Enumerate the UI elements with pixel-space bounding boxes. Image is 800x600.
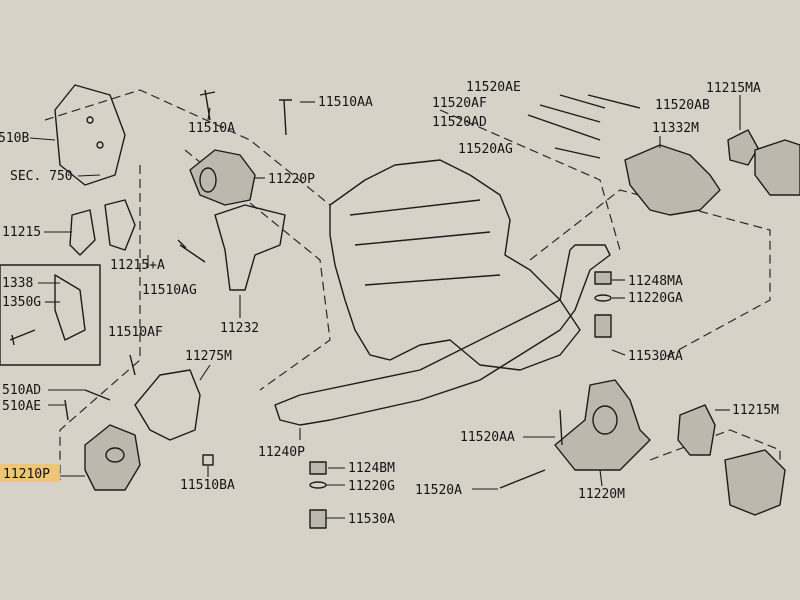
label-11520AB: 11520AB xyxy=(655,98,710,113)
dashed-group-top-right xyxy=(439,109,621,251)
bolt-11520AF xyxy=(539,104,601,123)
label-11520AD: 11520AD xyxy=(432,115,487,130)
leader xyxy=(599,469,603,487)
bolt-11510AA xyxy=(279,99,292,136)
label-11520AA: 11520AA xyxy=(460,430,515,445)
label-11220M: 11220M xyxy=(578,487,625,502)
stopper-11215MA xyxy=(727,129,759,166)
label-11520AG: 11520AG xyxy=(458,142,513,157)
label-510B: 510B xyxy=(0,131,29,146)
label-11220P: 11220P xyxy=(268,172,315,187)
bracket-plate-left xyxy=(54,84,126,186)
leader xyxy=(611,349,626,356)
bolt-11510A xyxy=(199,89,216,121)
label-11275M: 11275M xyxy=(185,349,232,364)
bolt-11530AA xyxy=(594,314,612,338)
highlight-11210P xyxy=(0,464,60,482)
leader xyxy=(199,364,211,381)
label-11215MA: 11215MA xyxy=(706,81,761,96)
label-11510AF: 11510AF xyxy=(108,325,163,340)
label-510AD: 510AD xyxy=(2,383,41,398)
mount-right xyxy=(754,139,800,196)
bolt-11510AD xyxy=(84,389,111,401)
insulator-right xyxy=(724,449,786,516)
label-11232: 11232 xyxy=(220,321,259,336)
link-11215A xyxy=(104,199,136,251)
label-11215A: 11215+A xyxy=(110,258,165,273)
label-11520AF: 11520AF xyxy=(432,96,487,111)
bolt-11520AA xyxy=(559,409,563,446)
label-11510AA: 11510AA xyxy=(318,95,373,110)
link-11215 xyxy=(69,209,96,256)
bolt-hole xyxy=(86,116,94,124)
label-sec-750: SEC. 750 xyxy=(10,169,73,184)
label-11510A: 11510A xyxy=(188,121,235,136)
dashed-group-right xyxy=(529,189,771,361)
label-11215M: 11215M xyxy=(732,403,779,418)
mount-bushing xyxy=(199,167,217,193)
label-11510BA: 11510BA xyxy=(180,478,235,493)
engine-detail-1 xyxy=(349,199,501,286)
label-1338: 1338 xyxy=(2,276,33,291)
leader xyxy=(207,107,211,121)
engine-block xyxy=(329,159,581,371)
mount-11220M xyxy=(554,379,651,471)
bolt-11520AE xyxy=(559,94,606,109)
label-11220GA: 11220GA xyxy=(628,291,683,306)
nut-1124BM xyxy=(309,461,327,475)
bracket-11232 xyxy=(214,204,286,291)
label-11530A: 11530A xyxy=(348,512,395,527)
bracket-11332M xyxy=(624,144,721,216)
bolt-11520AG xyxy=(554,147,601,159)
leader xyxy=(77,174,101,177)
bolt-11510AE xyxy=(64,399,69,421)
mount-bushing xyxy=(105,447,125,463)
label-11510AG: 11510AG xyxy=(142,283,197,298)
washer-11220GA xyxy=(594,294,612,302)
label-11332M: 11332M xyxy=(652,121,699,136)
bolt-11520AD xyxy=(527,114,601,141)
label-11240P: 11240P xyxy=(258,445,305,460)
dashed-group-left-2 xyxy=(59,165,141,480)
label-11220G: 11220G xyxy=(348,479,395,494)
label-11248MA: 11248MA xyxy=(628,274,683,289)
label-1124BM: 1124BM xyxy=(348,461,395,476)
label-1350G: 1350G xyxy=(2,295,41,310)
bolt-11520A xyxy=(499,469,546,489)
label-11215: 11215 xyxy=(2,225,41,240)
bolt-1350G xyxy=(9,329,36,346)
label-11530AA: 11530AA xyxy=(628,349,683,364)
detail-box xyxy=(0,264,101,366)
label-510AE: 510AE xyxy=(2,399,41,414)
label-11520AE: 11520AE xyxy=(466,80,521,95)
label-11520A: 11520A xyxy=(415,483,462,498)
bolt-11510AF xyxy=(129,354,136,376)
center-member-11240P xyxy=(274,244,611,426)
bolt-11520AB xyxy=(587,94,641,109)
label-11210P: 11210P xyxy=(3,467,50,482)
mount-bushing xyxy=(592,405,618,435)
bolt-11510AG xyxy=(177,239,206,263)
mount-11210P xyxy=(84,424,141,491)
nut-11510BA xyxy=(202,454,214,466)
nut-11248MA xyxy=(594,271,612,285)
bracket-11275M xyxy=(134,369,201,441)
bolt-hole xyxy=(96,141,104,149)
dashed-group-left xyxy=(44,89,331,206)
bolt-11530A xyxy=(309,509,327,529)
washer-11220G xyxy=(309,481,327,489)
stopper-11215M xyxy=(677,404,716,456)
small-bracket xyxy=(54,274,86,341)
dashed-group-center xyxy=(184,149,331,391)
leader xyxy=(29,137,56,141)
